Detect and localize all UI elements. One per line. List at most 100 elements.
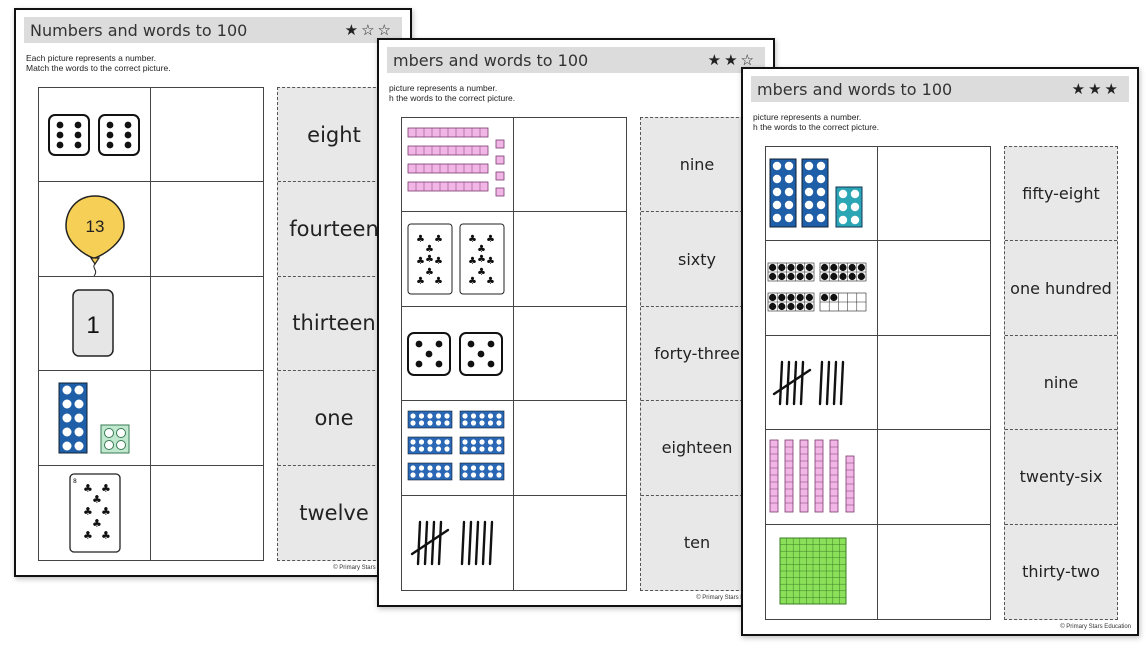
svg-text:♣: ♣ (101, 529, 111, 542)
copyright-notice: © Primary Stars Education (1060, 624, 1131, 630)
balloon-number: 13 (86, 217, 105, 236)
picture-row[interactable] (402, 495, 626, 590)
tally-picture (402, 495, 514, 590)
svg-text:♣: ♣ (434, 234, 443, 245)
word-card-column: eight fourteen thirteen one twelve (277, 87, 391, 561)
instruction-line-2: Match the words to the correct picture. (26, 63, 171, 73)
picture-row[interactable] (766, 430, 990, 525)
difficulty-stars: ★★☆ (707, 51, 757, 69)
svg-text:♣: ♣ (425, 267, 434, 278)
balloon-picture: 13 (39, 182, 151, 277)
numicon-ten-and-four-icon (58, 382, 130, 454)
picture-row[interactable]: 1 (39, 276, 263, 372)
base-ten-picture (402, 118, 514, 212)
numicon-picture (766, 147, 878, 241)
worksheet-3-star: mbers and words to 100 ★★★ picture repre… (741, 67, 1139, 636)
svg-text:♣: ♣ (477, 244, 486, 255)
base-ten-tens-rods-icon (769, 439, 855, 513)
playing-cards-picture: ♣♣♣ ♣♣ ♣♣♣♣ ♣♣♣ ♣♣ ♣♣♣♣ (402, 212, 514, 306)
svg-text:♣: ♣ (468, 234, 477, 245)
svg-text:♣: ♣ (434, 256, 443, 267)
word-card[interactable]: ten (683, 533, 711, 553)
number-card-value: 1 (86, 312, 99, 339)
picture-row[interactable] (766, 241, 990, 336)
worksheet-1-star: Numbers and words to 100 ★☆☆ Each pictur… (14, 8, 412, 577)
ten-frames-picture (766, 241, 878, 335)
word-card[interactable]: eight (278, 88, 390, 183)
svg-text:♣: ♣ (92, 517, 102, 530)
word-card-column: fifty-eight one hundred nine twenty-six … (1004, 146, 1118, 620)
word-card[interactable]: thirty-two (1022, 562, 1100, 582)
picture-row[interactable] (39, 88, 263, 183)
picture-row[interactable] (766, 147, 990, 242)
svg-text:♣: ♣ (468, 276, 477, 287)
word-card[interactable]: eighteen (641, 401, 753, 496)
worksheet-title: mbers and words to 100 (757, 79, 953, 99)
word-card[interactable]: sixty (641, 212, 753, 307)
worksheet-title: mbers and words to 100 (393, 50, 589, 70)
picture-row[interactable]: 13 (39, 182, 263, 277)
word-card[interactable]: fourteen (278, 182, 390, 277)
svg-text:♣: ♣ (425, 254, 434, 265)
word-card[interactable]: one hundred (1005, 241, 1117, 336)
copyright-notice: © Primary Stars Education (333, 565, 404, 571)
worksheet-title: Numbers and words to 100 (30, 20, 248, 40)
tally-marks-nine-icon (772, 360, 845, 405)
instructions: Each picture represents a number. Match … (26, 53, 171, 73)
svg-text:♣: ♣ (416, 256, 425, 267)
svg-text:♣: ♣ (477, 267, 486, 278)
svg-text:♣: ♣ (434, 276, 443, 287)
svg-text:♣: ♣ (486, 276, 495, 287)
svg-text:♣: ♣ (425, 244, 434, 255)
picture-row[interactable]: ♣♣ ♣ ♣♣ ♣ ♣♣ 8 (39, 465, 263, 560)
instructions: picture represents a number. h the words… (389, 83, 515, 103)
worksheet-title-bar: Numbers and words to 100 ★☆☆ (24, 17, 402, 43)
tens-frames-icon (407, 410, 505, 481)
instruction-line-2: h the words to the correct picture. (753, 122, 880, 132)
instruction-line-1: Each picture represents a number. (26, 53, 156, 63)
picture-grid: ♣♣♣ ♣♣ ♣♣♣♣ ♣♣♣ ♣♣ ♣♣♣♣ (401, 117, 627, 591)
picture-row[interactable]: ♣♣♣ ♣♣ ♣♣♣♣ ♣♣♣ ♣♣ ♣♣♣♣ (402, 212, 626, 307)
picture-row[interactable] (766, 335, 990, 431)
dice-picture (39, 88, 151, 182)
picture-row[interactable] (402, 306, 626, 402)
word-card[interactable]: nine (641, 118, 753, 213)
svg-text:♣: ♣ (83, 505, 93, 518)
picture-grid (765, 146, 991, 620)
instructions: picture represents a number. h the words… (753, 112, 879, 132)
playing-card-picture: ♣♣ ♣ ♣♣ ♣ ♣♣ 8 (39, 465, 151, 560)
picture-row[interactable] (402, 401, 626, 496)
number-card-picture: 1 (39, 276, 151, 371)
svg-text:♣: ♣ (416, 234, 425, 245)
svg-text:♣: ♣ (101, 505, 111, 518)
picture-row[interactable] (39, 371, 263, 466)
dice-picture (402, 306, 514, 401)
word-card[interactable]: twelve (299, 500, 369, 525)
word-card-column: nine sixty forty-three eighteen ten (640, 117, 754, 591)
svg-text:♣: ♣ (486, 234, 495, 245)
picture-row[interactable] (766, 524, 990, 619)
balloon-icon: 13 (65, 195, 125, 277)
dice-five-five-icon (407, 331, 503, 376)
worksheet-title-bar: mbers and words to 100 ★★★ (751, 76, 1129, 102)
instruction-line-1: picture represents a number. (753, 112, 862, 122)
number-card-icon: 1 (72, 289, 114, 357)
word-card[interactable]: twenty-six (1005, 430, 1117, 525)
base-ten-picture (766, 430, 878, 524)
svg-text:♣: ♣ (416, 276, 425, 287)
word-card[interactable]: one (278, 371, 390, 466)
playing-cards-nine-clubs-icon: ♣♣♣ ♣♣ ♣♣♣♣ ♣♣♣ ♣♣ ♣♣♣♣ (407, 223, 505, 295)
svg-text:♣: ♣ (486, 256, 495, 267)
picture-row[interactable] (402, 118, 626, 213)
svg-text:♣: ♣ (101, 482, 111, 495)
svg-text:♣: ♣ (92, 493, 102, 506)
svg-text:♣: ♣ (83, 529, 93, 542)
svg-text:♣: ♣ (468, 256, 477, 267)
word-card[interactable]: nine (1005, 336, 1117, 431)
word-card[interactable]: forty-three (641, 307, 753, 402)
numicon-picture (39, 371, 151, 465)
worksheet-title-bar: mbers and words to 100 ★★☆ (387, 47, 765, 73)
word-card[interactable]: thirteen (278, 277, 390, 372)
word-card[interactable]: fifty-eight (1005, 147, 1117, 242)
instruction-line-1: picture represents a number. (389, 83, 498, 93)
